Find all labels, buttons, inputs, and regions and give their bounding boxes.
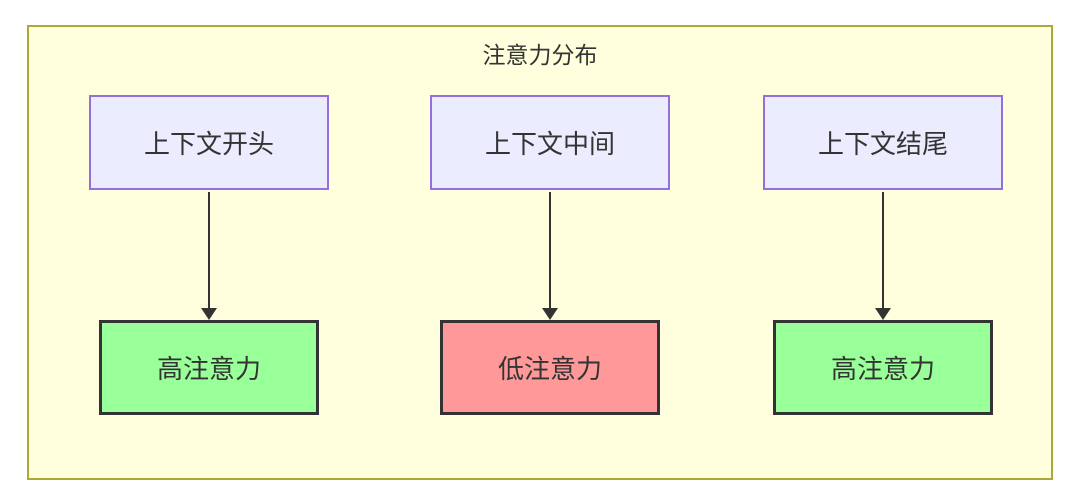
attention-distribution-group: 注意力分布 上下文开头 高注意力 上下文中间 低注意力 上下文结尾 高注意力 [27,25,1053,480]
node-high-attention-start: 高注意力 [99,320,319,415]
node-low-attention-middle: 低注意力 [440,320,660,415]
arrowhead-icon [875,308,891,320]
node-high-attention-end: 高注意力 [773,320,993,415]
arrow-down-icon [542,192,558,320]
arrow-down-icon [201,192,217,320]
diagram-title: 注意力分布 [482,43,598,69]
arrow-shaft [549,192,551,309]
arrowhead-icon [542,308,558,320]
arrow-shaft [882,192,884,309]
arrow-shaft [208,192,210,309]
node-context-middle: 上下文中间 [430,95,670,190]
arrow-down-icon [875,192,891,320]
node-context-end: 上下文结尾 [763,95,1003,190]
arrowhead-icon [201,308,217,320]
node-context-start: 上下文开头 [89,95,329,190]
